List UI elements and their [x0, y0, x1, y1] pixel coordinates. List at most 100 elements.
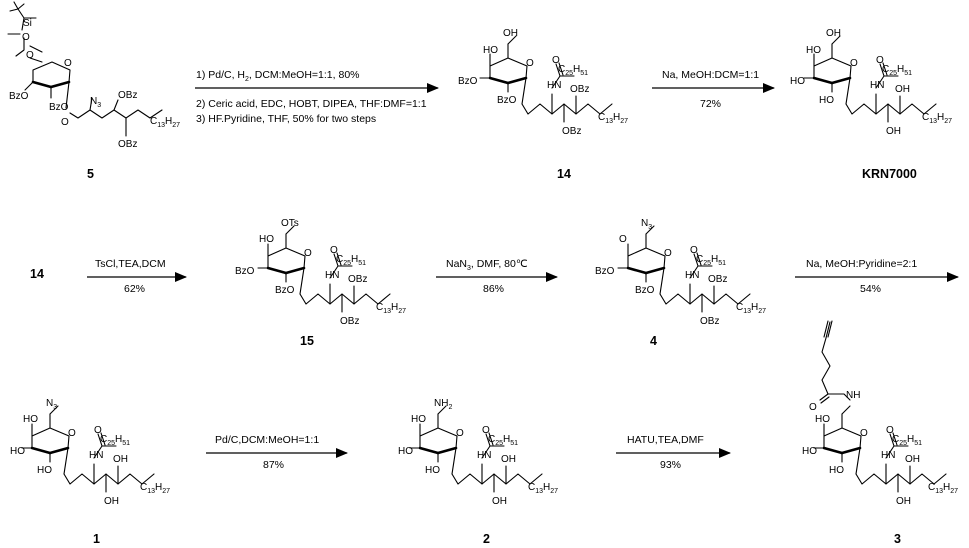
atom-ho: HO [829, 465, 844, 476]
step4-conditions-bottom: 86% [483, 283, 504, 295]
compound-14-structure [478, 35, 614, 124]
step6-conditions-bottom: 87% [263, 459, 284, 471]
atom-c25h51: C25H51 [100, 434, 130, 447]
compound-5-structure [7, 1, 163, 137]
atom-obz: OBz [348, 274, 367, 285]
atom-c13h27: C13H27 [376, 302, 406, 315]
atom-oh: OH [492, 496, 507, 507]
atom-obz: OBz [118, 139, 137, 150]
atom-o: O [64, 58, 72, 69]
atom-oh: OH [896, 496, 911, 507]
atom-ho: HO [411, 414, 426, 425]
atom-bzo: BzO [275, 285, 295, 296]
step3-conditions-top: TsCl,TEA,DCM [95, 258, 166, 270]
compound-label-krn7000: KRN7000 [862, 167, 917, 181]
atom-o: O [619, 234, 627, 245]
compound-15-structure [256, 225, 392, 314]
atom-ho: HO [10, 446, 25, 457]
atom-ho: HO [398, 446, 413, 457]
atom-o: O [664, 248, 672, 259]
compound-label-14: 14 [557, 167, 571, 181]
atom-o: O [526, 58, 534, 69]
atom-c25h51: C25H51 [892, 434, 922, 447]
compound-label-4: 4 [650, 334, 657, 348]
krn7000-structure [802, 35, 938, 124]
atom-obz: OBz [562, 126, 581, 137]
atom-n3: N3 [46, 398, 57, 411]
atom-c13h27: C13H27 [928, 482, 958, 495]
atom-o: O [304, 248, 312, 259]
atom-obz: OBz [700, 316, 719, 327]
atom-o: O [94, 425, 102, 436]
pentynoyl-linker [819, 320, 851, 404]
atom-o: O [809, 402, 817, 413]
compound-label-3: 3 [894, 532, 901, 546]
step2-conditions-top: Na, MeOH:DCM=1:1 [662, 69, 759, 81]
atom-bzo: BzO [235, 266, 255, 277]
atom-c25h51: C25H51 [696, 254, 726, 267]
atom-c13h27: C13H27 [598, 112, 628, 125]
atom-c25h51: C25H51 [558, 64, 588, 77]
compound-label-2: 2 [483, 532, 490, 546]
step1-conditions-line2: 2) Ceric acid, EDC, HOBT, DIPEA, THF:DMF… [196, 98, 427, 110]
atom-ho: HO [425, 465, 440, 476]
atom-o: O [456, 428, 464, 439]
atom-oh: OH [104, 496, 119, 507]
compound-4-structure [616, 225, 752, 314]
atom-obz: OBz [570, 84, 589, 95]
atom-ho: HO [815, 414, 830, 425]
atom-hn: HN [477, 450, 491, 461]
atom-hn: HN [89, 450, 103, 461]
step2-conditions-bottom: 72% [700, 98, 721, 110]
atom-c13h27: C13H27 [140, 482, 170, 495]
atom-o: O [850, 58, 858, 69]
atom-oh: OH [503, 28, 518, 39]
atom-hn: HN [881, 450, 895, 461]
atom-hn: HN [325, 270, 339, 281]
atom-c25h51: C25H51 [336, 254, 366, 267]
atom-nh2: NH2 [434, 398, 452, 411]
atom-o: O [68, 428, 76, 439]
atom-bzo: BzO [497, 95, 517, 106]
atom-obz: OBz [118, 90, 137, 101]
atom-bzo: BzO [458, 76, 478, 87]
atom-o: O [22, 32, 30, 43]
atom-o: O [886, 425, 894, 436]
atom-oh: OH [895, 84, 910, 95]
atom-ho: HO [23, 414, 38, 425]
atom-nh: NH [846, 390, 860, 401]
step1-conditions-line1: 1) Pd/C, H2, DCM:MeOH=1:1, 80% [196, 69, 360, 83]
atom-o: O [482, 425, 490, 436]
atom-ho: HO [483, 45, 498, 56]
atom-n3: N3 [90, 96, 101, 109]
step1-conditions-line3: 3) HF.Pyridine, THF, 50% for two steps [196, 113, 376, 125]
atom-o: O [860, 428, 868, 439]
atom-o: O [690, 245, 698, 256]
atom-bzo: BzO [49, 102, 69, 113]
step6-conditions-top: Pd/C,DCM:MeOH=1:1 [215, 434, 319, 446]
compound-label-14-start: 14 [30, 267, 44, 281]
atom-hn: HN [685, 270, 699, 281]
compound-1-structure [20, 405, 156, 494]
atom-bzo: BzO [595, 266, 615, 277]
atom-c13h27: C13H27 [922, 112, 952, 125]
atom-ho: HO [37, 465, 52, 476]
atom-ho: HO [259, 234, 274, 245]
compound-3-structure [812, 405, 948, 494]
atom-c13h27: C13H27 [150, 116, 180, 129]
step3-conditions-bottom: 62% [124, 283, 145, 295]
atom-oh: OH [905, 454, 920, 465]
atom-n3: N3 [641, 218, 652, 231]
step5-conditions-bottom: 54% [860, 283, 881, 295]
atom-o: O [552, 55, 560, 66]
atom-oh: OH [826, 28, 841, 39]
atom-bzo: BzO [9, 91, 29, 102]
atom-oh: OH [113, 454, 128, 465]
atom-ho: HO [806, 45, 821, 56]
atom-c13h27: C13H27 [736, 302, 766, 315]
atom-ho: HO [819, 95, 834, 106]
atom-o: O [330, 245, 338, 256]
step7-conditions-bottom: 93% [660, 459, 681, 471]
atom-o: O [26, 50, 34, 61]
